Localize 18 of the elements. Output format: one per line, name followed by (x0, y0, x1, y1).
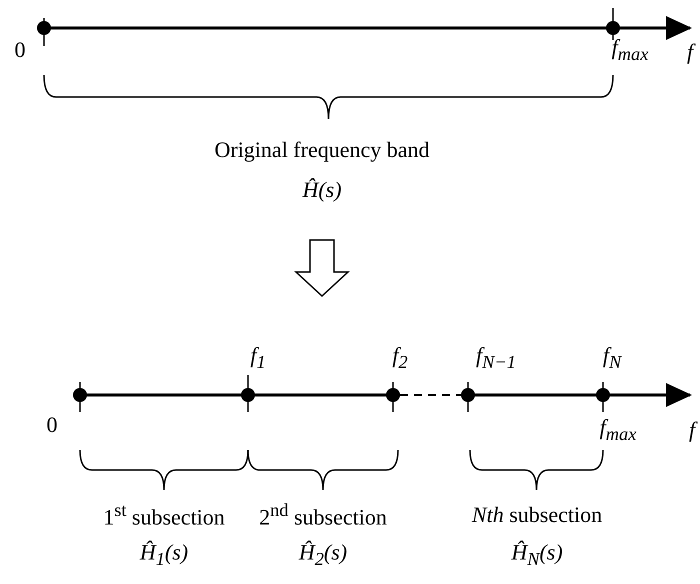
tick-label: f$_{2}$ (392, 344, 408, 372)
tick-label: f$_{N}$ (602, 344, 622, 372)
tick-label: 0 (14, 38, 26, 62)
transfer-function: Ĥ(s) (302, 178, 342, 202)
tick-label: f$_{N−1}$ (476, 344, 516, 372)
axis-label: f (688, 418, 696, 442)
transfer-function: Ĥ$_{1}$(s) (140, 540, 188, 570)
section-label: Nth subsection (472, 502, 602, 528)
tick-label: f$_{1}$ (250, 344, 266, 372)
band-caption: Original frequency band (214, 138, 430, 162)
tick-label: f$_{max}$ (612, 36, 648, 64)
transfer-function: Ĥ$_{2}$(s) (298, 540, 348, 570)
section-label: 1$^{st}$ subsection (103, 500, 225, 530)
section-label: 2$^{nd}$ subsection (259, 500, 387, 530)
tick-label: f$_{max}$ (600, 416, 636, 444)
axis-label: f (686, 40, 694, 64)
tick-label: 0 (46, 412, 58, 438)
transfer-function: Ĥ$_{N}$(s) (511, 540, 563, 570)
